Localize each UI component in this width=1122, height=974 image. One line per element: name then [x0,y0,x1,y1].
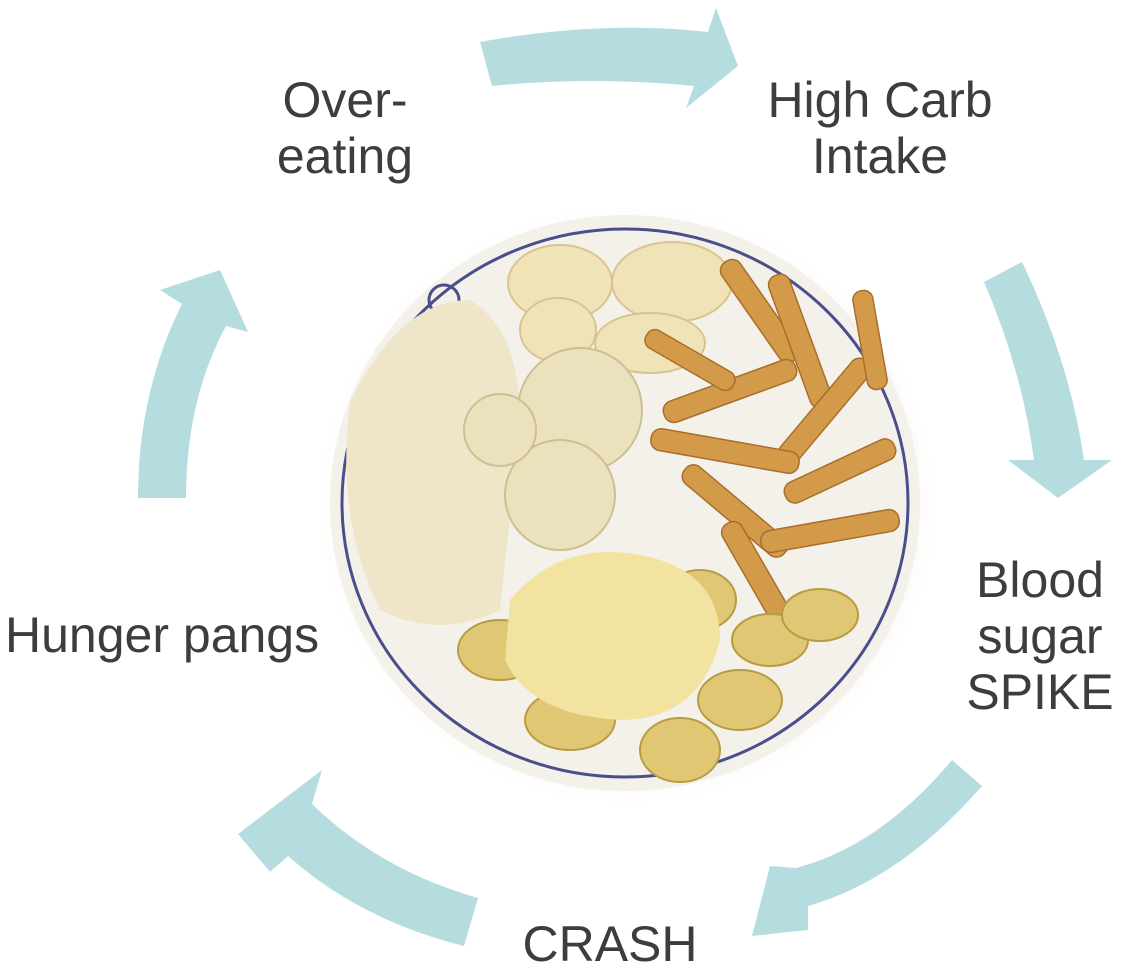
arrow-overeating-to-highcarb [480,8,738,108]
potato [612,242,732,322]
label-overeating-line1: Over- [250,72,440,128]
arrow-crash-to-hunger [238,770,478,946]
grated-cheese [505,552,720,720]
label-highcarb-line2: Intake [735,128,1025,184]
arrow-bloodsugar-to-crash [752,760,982,936]
label-blood-line1: Blood [950,552,1122,608]
arrow-highcarb-to-bloodsugar [984,262,1112,498]
cauliflower [464,394,536,466]
label-crash-line1: CRASH [490,916,730,972]
label-blood-sugar-spike: Blood sugar SPIKE [950,552,1122,720]
label-blood-line3: SPIKE [950,664,1122,720]
label-crash: CRASH [490,916,730,972]
plate-of-food-icon [316,202,940,808]
label-high-carb-intake: High Carb Intake [735,72,1025,184]
label-blood-line2: sugar [950,608,1122,664]
label-overeating: Over- eating [250,72,440,184]
label-overeating-line2: eating [250,128,440,184]
label-highcarb-line1: High Carb [735,72,1025,128]
label-hunger-line1: Hunger pangs [5,607,355,663]
label-hunger-pangs: Hunger pangs [5,607,355,663]
arrow-hunger-to-overeating [138,270,248,498]
